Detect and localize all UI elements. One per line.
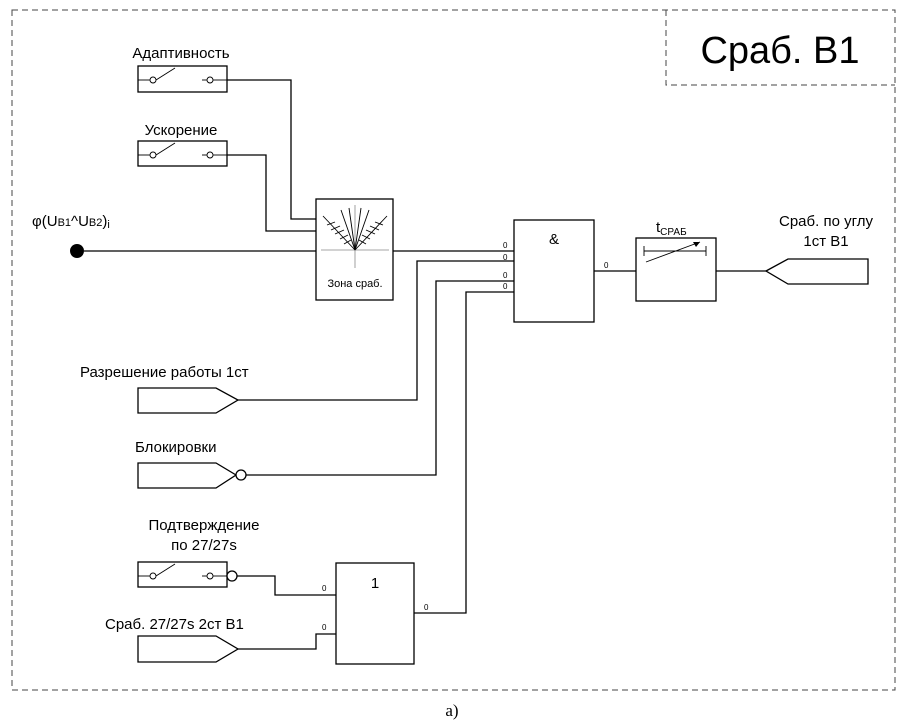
and-gate: & 0 0 0 0 0 [503,219,609,323]
diagram-title: Сраб. В1 [700,30,859,72]
input-permission-connector [137,387,240,414]
figure-caption: а) [445,701,458,720]
switch-label-adaptivity: Адаптивность [132,45,229,62]
zone-block: Зона сраб. [315,198,394,301]
phase-angle-input-label: φ(UB1^UB2)i [32,213,110,231]
and-input-pin-1: 0 [503,241,508,250]
input-blocking-connector [137,462,238,489]
output-label-line2: 1ст В1 [803,233,848,250]
switch-label-acceleration: Ускорение [145,122,218,139]
timer-block [635,237,717,302]
or-input-pin-2: 0 [322,623,327,632]
switch-adaptivity [137,65,228,93]
and-input-pin-3: 0 [503,271,508,280]
confirmation-inverter [226,570,238,582]
zone-block-label: Зона сраб. [327,278,382,290]
or-input-pin-1: 0 [322,584,327,593]
and-input-pin-2: 0 [503,253,508,262]
input-label-trip-27: Сраб. 27/27s 2ст В1 [105,616,244,633]
outer-frame [11,9,896,691]
switch-label-confirmation-1: Подтверждение [148,517,259,534]
output-label-line1: Сраб. по углу [779,213,873,230]
or-gate: 1 0 0 0 [322,562,429,665]
output-connector [764,258,869,285]
input-label-permission: Разрешение работы 1ст [80,364,249,381]
and-output-pin: 0 [604,261,609,270]
or-output-pin: 0 [424,603,429,612]
timer-label: tСРАБ [656,219,687,238]
input-trip-27-connector [137,635,240,663]
input-label-blocking: Блокировки [135,439,216,456]
switch-label-confirmation-2: по 27/27s [171,537,237,554]
and-input-pin-4: 0 [503,282,508,291]
switch-acceleration [137,140,228,167]
and-gate-symbol: & [549,231,559,248]
phase-angle-input-terminal [70,244,84,258]
blocking-inverter [235,469,247,481]
switch-confirmation [137,561,228,588]
title-frame [665,10,895,86]
or-gate-symbol: 1 [371,575,379,592]
